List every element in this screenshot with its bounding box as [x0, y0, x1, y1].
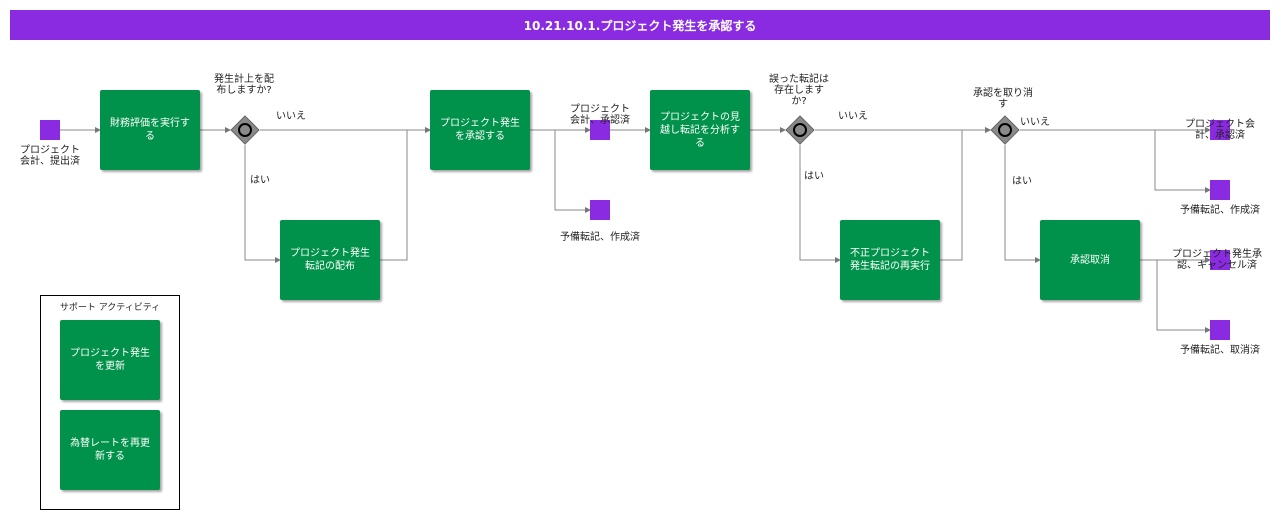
task-analyze-accrual-postings[interactable]: プロジェクトの見越し転記を分析する: [650, 90, 750, 170]
flow-label-yes-3: はい: [1012, 176, 1032, 187]
flow-g1-yes: [244, 145, 281, 263]
flow-g2-yes: [799, 145, 841, 263]
support-activities-title: サポート アクティビティ: [59, 303, 161, 313]
flow-label-no-1: いいえ: [276, 111, 306, 122]
event-right-preliminary-created-label: 予備転記、作成済: [1180, 205, 1260, 216]
gateway-distribute-icon[interactable]: [230, 115, 260, 145]
flow-label-no-3: いいえ: [1020, 117, 1050, 128]
flow-label-yes-1: はい: [250, 175, 270, 186]
task-cancel-approval[interactable]: 承認取消: [1040, 220, 1140, 300]
event-right-approved[interactable]: [1210, 120, 1230, 140]
flow-t2-to-t3: [380, 127, 431, 261]
task-update-exchange-rate[interactable]: 為替レートを再更新する: [60, 410, 160, 490]
event-project-accounting-approved-label: プロジェクト会計、承認済: [570, 104, 630, 126]
event-preliminary-posting-created[interactable]: [590, 200, 610, 220]
task-distribute-postings[interactable]: プロジェクト発生転記の配布: [280, 220, 380, 300]
event-right-preliminary-cancelled[interactable]: [1210, 320, 1230, 340]
gateway-cancel-approval-icon[interactable]: [990, 115, 1020, 145]
task-approve-project-accrual[interactable]: プロジェクト発生を承認する: [430, 90, 530, 170]
diagram-title: 10.21.10.1.プロジェクト発生を承認する: [10, 10, 1270, 40]
task-update-project-accrual[interactable]: プロジェクト発生を更新: [60, 320, 160, 400]
flow-g3-yes: [1004, 145, 1041, 263]
event-preliminary-posting-created-label: 予備転記、作成済: [560, 232, 640, 243]
event-right-approval-cancelled[interactable]: [1210, 250, 1230, 270]
start-event-label: プロジェクト会計、提出済: [20, 145, 80, 167]
event-right-preliminary-cancelled-label: 予備転記、取消済: [1180, 345, 1260, 356]
gateway-distribute-label: 発生計上を配布しますか?: [214, 74, 274, 96]
event-right-approval-cancelled-label: プロジェクト発生承認、キャンセル済: [1172, 249, 1262, 271]
start-event[interactable]: [40, 120, 60, 140]
event-project-accounting-approved[interactable]: [590, 120, 610, 140]
flow-label-no-2: いいえ: [838, 111, 868, 122]
flow-label-yes-2: はい: [804, 171, 824, 182]
event-right-preliminary-created[interactable]: [1210, 180, 1230, 200]
flow-to-er2: [1154, 130, 1211, 193]
gateway-cancel-approval-label: 承認を取り消す: [973, 88, 1033, 110]
gateway-wrong-postings-icon[interactable]: [785, 115, 815, 145]
task-financial-evaluation[interactable]: 財務評価を実行する: [100, 90, 200, 170]
flow-t5-to-g3: [940, 127, 991, 261]
event-right-approved-label: プロジェクト会計、承認済: [1185, 119, 1255, 141]
flow-t6-to-er4: [1156, 260, 1211, 333]
flow-t3-to-emid2: [554, 130, 591, 213]
gateway-wrong-postings-label: 誤った転記は存在しますか?: [769, 74, 829, 107]
task-rerun-incorrect-postings[interactable]: 不正プロジェクト発生転記の再実行: [840, 220, 940, 300]
